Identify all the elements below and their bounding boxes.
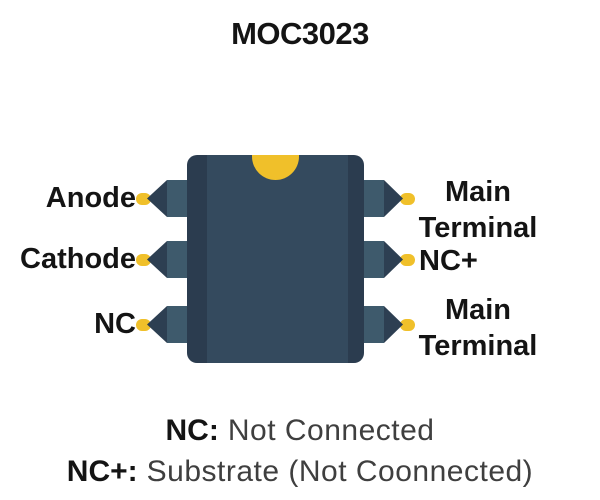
pin-base xyxy=(361,241,384,278)
pin-base xyxy=(167,241,189,278)
legend-definition-nc: Not Connected xyxy=(227,414,435,447)
pin-label-main-terminal-top: Main Terminal xyxy=(412,174,544,246)
pin-label-line: Terminal xyxy=(418,212,538,244)
pin-base xyxy=(167,306,189,343)
chip-body xyxy=(187,155,364,363)
pin-label-line: Main xyxy=(444,176,512,208)
pin-point-icon xyxy=(384,306,403,343)
pin-tip-icon xyxy=(136,253,151,266)
pin-tip-icon xyxy=(400,318,415,331)
pin-base xyxy=(361,180,384,217)
pin-point-icon xyxy=(147,241,167,278)
pin-point-icon xyxy=(384,241,403,278)
pin-label-ncplus: NC+ xyxy=(419,245,478,277)
pin-tip-icon xyxy=(136,192,151,205)
legend-line-nc: NC:Not Connected xyxy=(0,410,600,451)
pin-anode xyxy=(136,180,189,217)
pin-label-nc: NC xyxy=(94,308,136,340)
legend-line-ncplus: NC+:Substrate (Not Coonnected) xyxy=(0,451,600,492)
legend-term-ncplus: NC+: xyxy=(66,455,138,488)
chip-body-face xyxy=(207,155,348,363)
legend-term-nc: NC: xyxy=(165,414,219,447)
pin-tip-icon xyxy=(400,253,415,266)
pin-main-terminal-bottom xyxy=(361,306,415,343)
legend: NC:Not Connected NC+:Substrate (Not Coon… xyxy=(0,410,600,492)
pin-label-cathode: Cathode xyxy=(20,243,136,275)
pin-label-line: Terminal xyxy=(418,330,538,362)
pin-tip-icon xyxy=(400,192,415,205)
pin-label-main-terminal-bottom: Main Terminal xyxy=(412,292,544,364)
pin-cathode xyxy=(136,241,189,278)
legend-definition-ncplus: Substrate (Not Coonnected) xyxy=(146,455,534,488)
pin-ncplus xyxy=(361,241,415,278)
pin-main-terminal-top xyxy=(361,180,415,217)
pin-label-line: Main xyxy=(444,294,512,326)
pin-label-anode: Anode xyxy=(45,182,136,214)
pin-base xyxy=(361,306,384,343)
pin-point-icon xyxy=(147,180,167,217)
pin-tip-icon xyxy=(136,318,151,331)
pin-nc xyxy=(136,306,189,343)
pin-base xyxy=(167,180,189,217)
pin-point-icon xyxy=(384,180,403,217)
page-title: MOC3023 xyxy=(231,16,369,51)
pin-point-icon xyxy=(147,306,167,343)
